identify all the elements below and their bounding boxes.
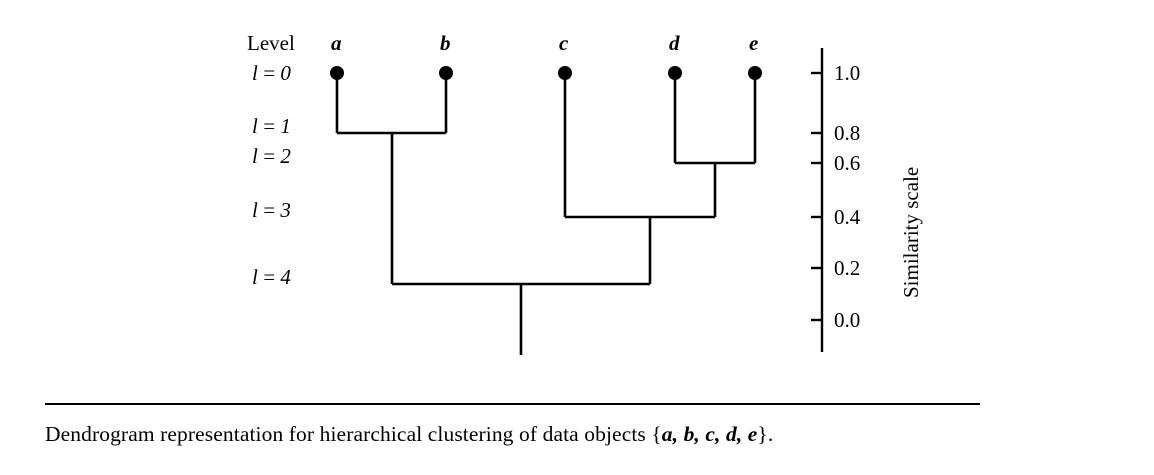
leaf-node-c (558, 66, 572, 80)
axis-tick-label-0.0: 0.0 (834, 308, 861, 332)
leaf-label-c: c (559, 31, 569, 55)
caption-divider (45, 403, 980, 405)
axis-tick-label-0.4: 0.4 (834, 205, 861, 229)
axis-title: Similarity scale (899, 166, 923, 298)
leaf-label-e: e (749, 31, 759, 55)
axis-tick-label-0.2: 0.2 (834, 256, 861, 280)
leaf-node-e (748, 66, 762, 80)
caption-objects-text: a, b, c, d, e (661, 422, 758, 446)
caption-prefix-text: Dendrogram representation for hierarchic… (45, 422, 662, 446)
level-label-l4: l = 4 (252, 265, 291, 289)
level-label-l2: l = 2 (252, 144, 291, 168)
level-column-header: Level (247, 31, 295, 55)
leaf-label-a: a (331, 31, 342, 55)
dendrogram-plot (330, 48, 824, 355)
dendrogram-leaf-nodes (330, 66, 762, 80)
similarity-axis (811, 48, 824, 352)
leaf-node-b (439, 66, 453, 80)
axis-tick-label-0.6: 0.6 (834, 151, 861, 175)
leaf-node-a (330, 66, 344, 80)
axis-tick-label-0.8: 0.8 (834, 121, 861, 145)
level-label-l0: l = 0 (252, 61, 291, 85)
leaf-label-b: b (440, 31, 451, 55)
figure-caption: Dendrogram representation for hierarchic… (45, 420, 1105, 449)
leaf-label-d: d (669, 31, 680, 55)
leaf-node-d (668, 66, 682, 80)
dendrogram-branches (335, 73, 757, 355)
axis-tick-label-1.0: 1.0 (834, 61, 861, 85)
level-label-l1: l = 1 (252, 114, 291, 138)
level-label-l3: l = 3 (252, 198, 291, 222)
caption-suffix-text: }. (757, 422, 774, 446)
